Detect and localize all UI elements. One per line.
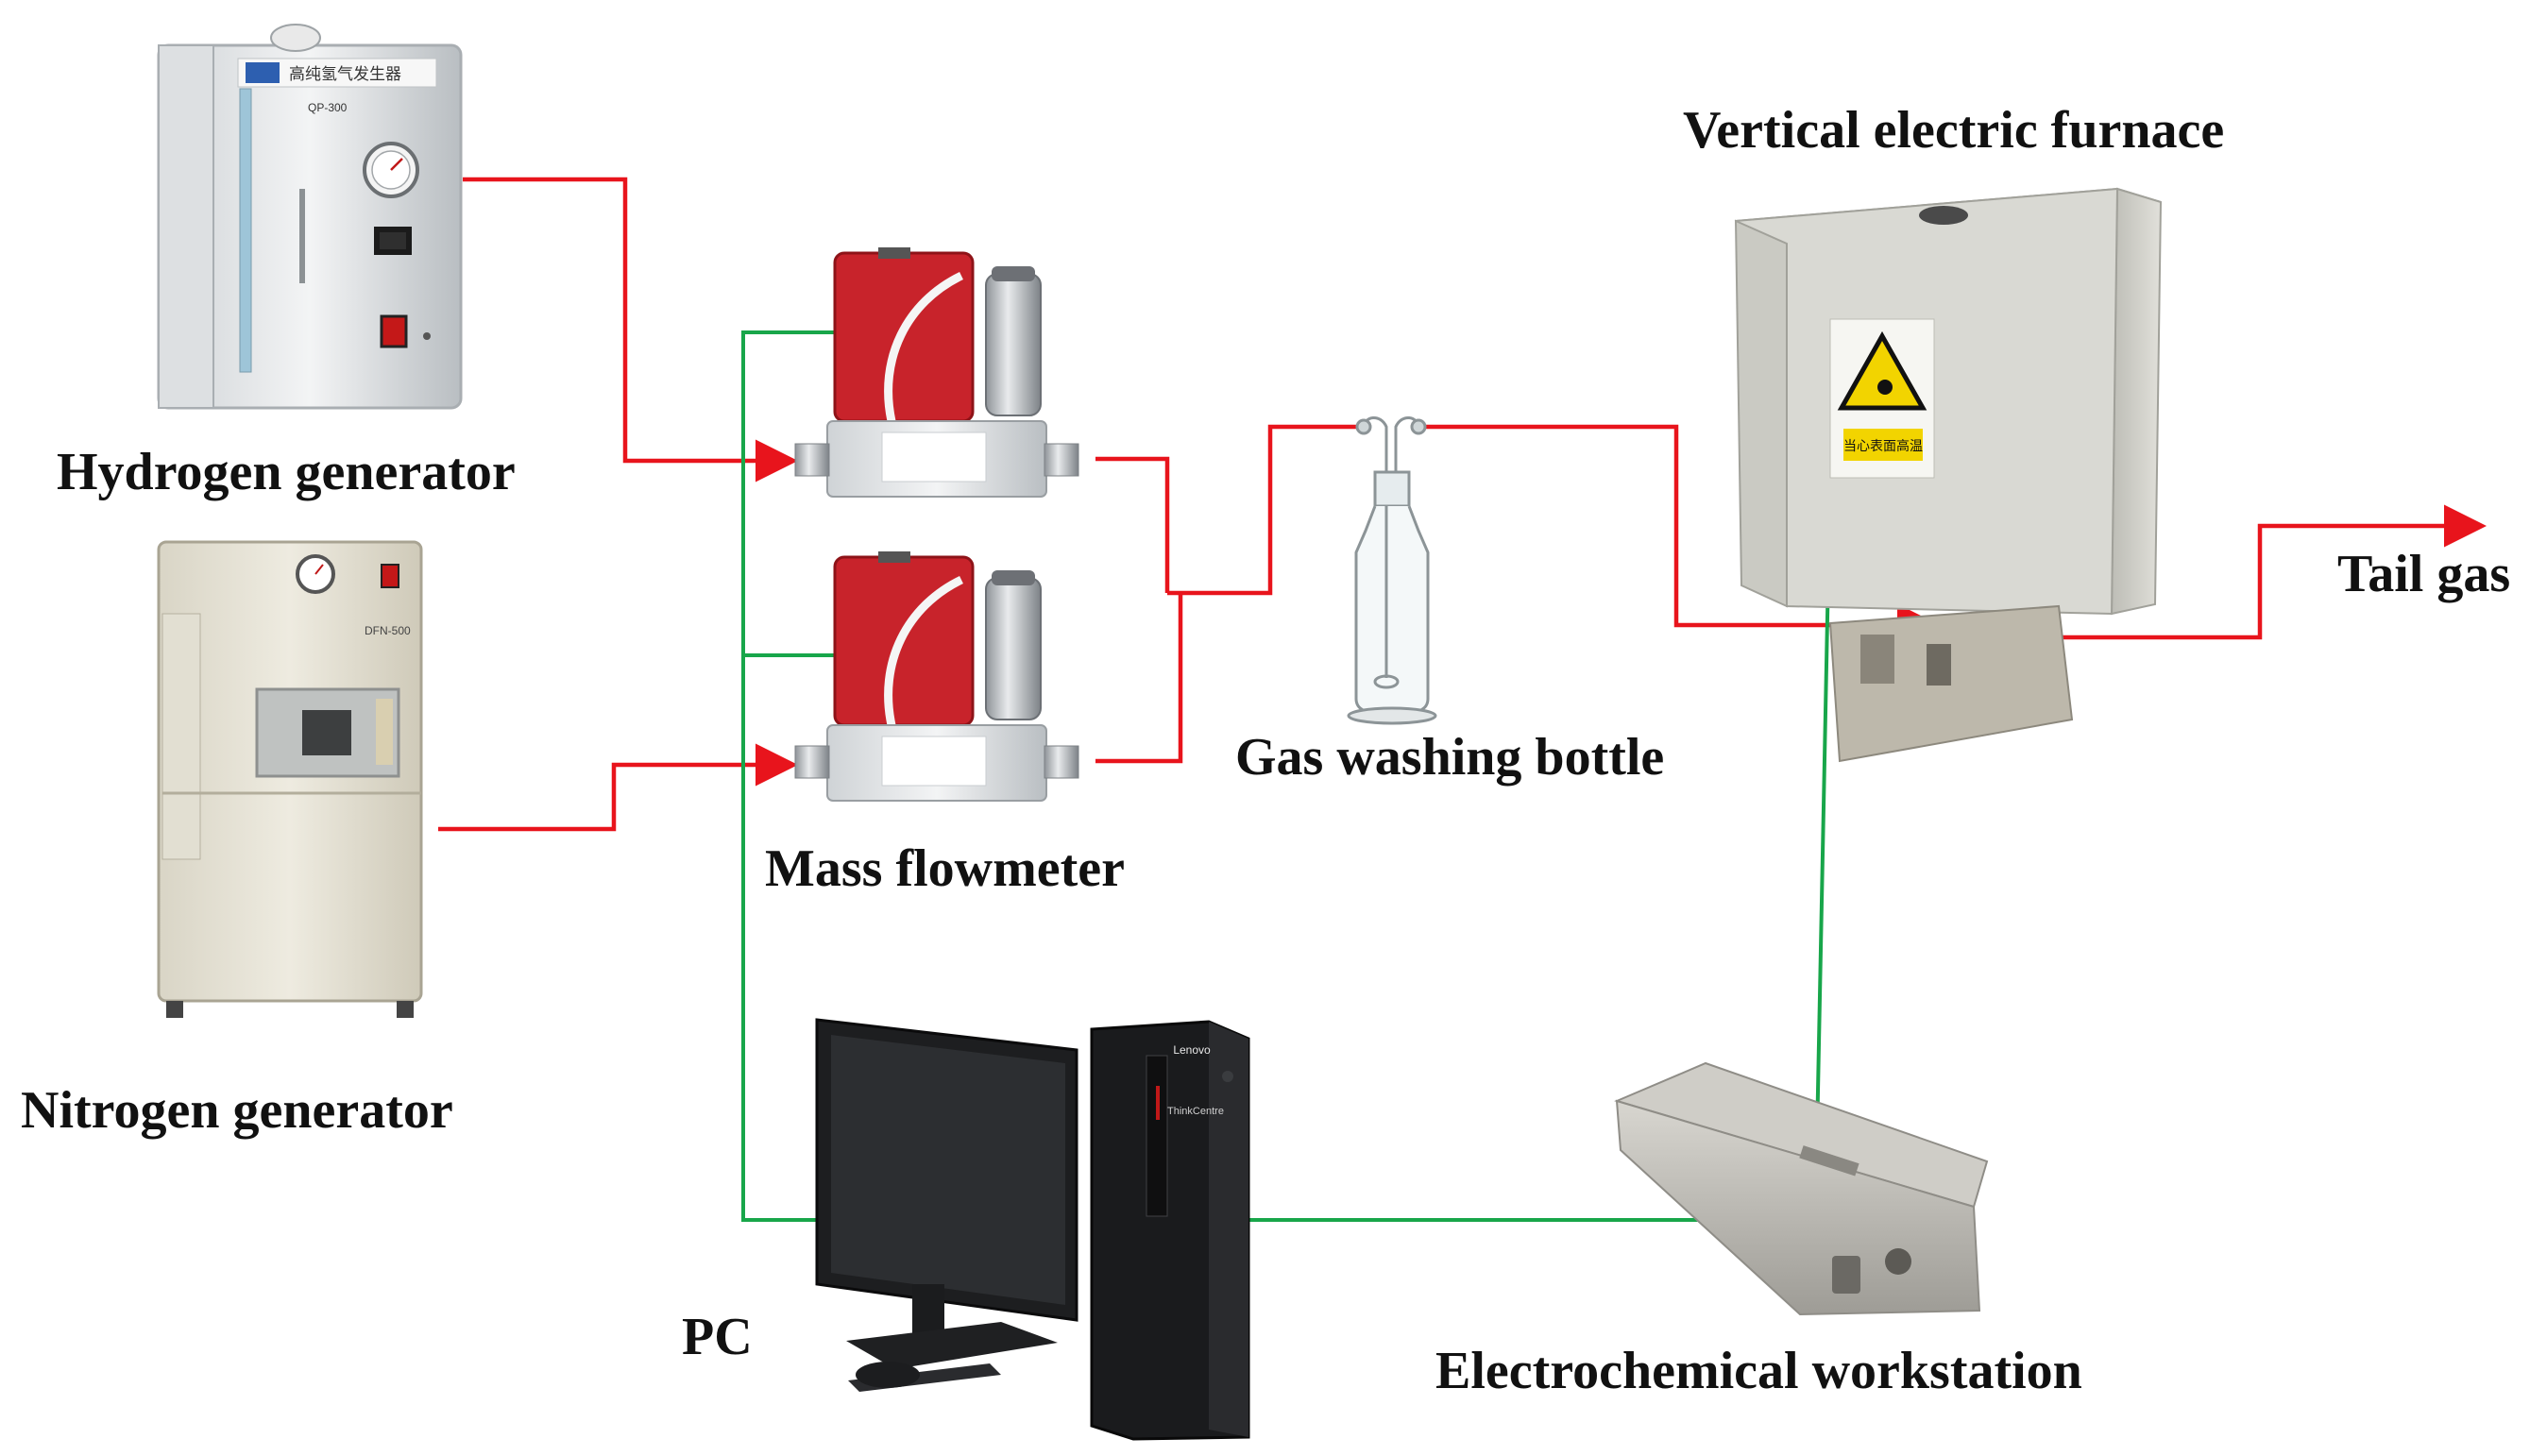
nitrogen-generator-device: DFN-500 (157, 540, 423, 1018)
furnace-warning-text: 当心表面高温 (1843, 438, 1923, 453)
label-vertical-electric-furnace: Vertical electric furnace (1683, 101, 2224, 160)
gas-lines (438, 177, 2487, 832)
gas-line-tail-gas (2045, 504, 2487, 640)
label-electrochemical-workstation: Electrochemical workstation (1435, 1342, 2082, 1400)
label-tail-gas: Tail gas (2337, 545, 2510, 603)
pc-device: Lenovo ThinkCentre (815, 1018, 1250, 1441)
gas-line-flowmeter-top-out (1095, 456, 1170, 593)
signal-line-workstation-to-furnace (1815, 569, 1830, 1140)
mass-flowmeter-top-device (794, 247, 1079, 498)
pc-brand-text: Lenovo (1173, 1043, 1211, 1057)
label-pc: PC (682, 1308, 753, 1366)
gas-washing-bottle-device (1347, 416, 1437, 725)
gas-line-flowmeter-bottom-out (1095, 593, 1183, 764)
vertical-electric-furnace-device: 当心表面高温 (1734, 187, 2163, 763)
hydrogen-panel-text: 高纯氢气发生器 (289, 65, 401, 83)
mass-flowmeter-bottom-device (794, 551, 1079, 802)
hydrogen-model-text: QP-300 (308, 101, 348, 114)
signal-lines (741, 330, 1830, 1222)
gas-line-hydrogen-to-flowmeter (463, 177, 798, 483)
electrochemical-workstation-device (1614, 1061, 1989, 1316)
label-mass-flowmeter: Mass flowmeter (765, 839, 1125, 898)
label-gas-washing-bottle: Gas washing bottle (1235, 728, 1664, 787)
pc-model-text: ThinkCentre (1167, 1106, 1224, 1117)
label-nitrogen-generator: Nitrogen generator (21, 1081, 453, 1140)
nitrogen-model-text: DFN-500 (365, 624, 411, 637)
gas-line-to-washing-bottle (1167, 424, 1360, 596)
gas-line-nitrogen-to-flowmeter (438, 743, 798, 832)
gas-line-washing-bottle-to-furnace (1417, 424, 1940, 647)
label-hydrogen-generator: Hydrogen generator (57, 443, 516, 501)
hydrogen-generator-device: 高纯氢气发生器 QP-300 (157, 24, 463, 410)
signal-line-pc-to-flowmeters (741, 330, 878, 1222)
